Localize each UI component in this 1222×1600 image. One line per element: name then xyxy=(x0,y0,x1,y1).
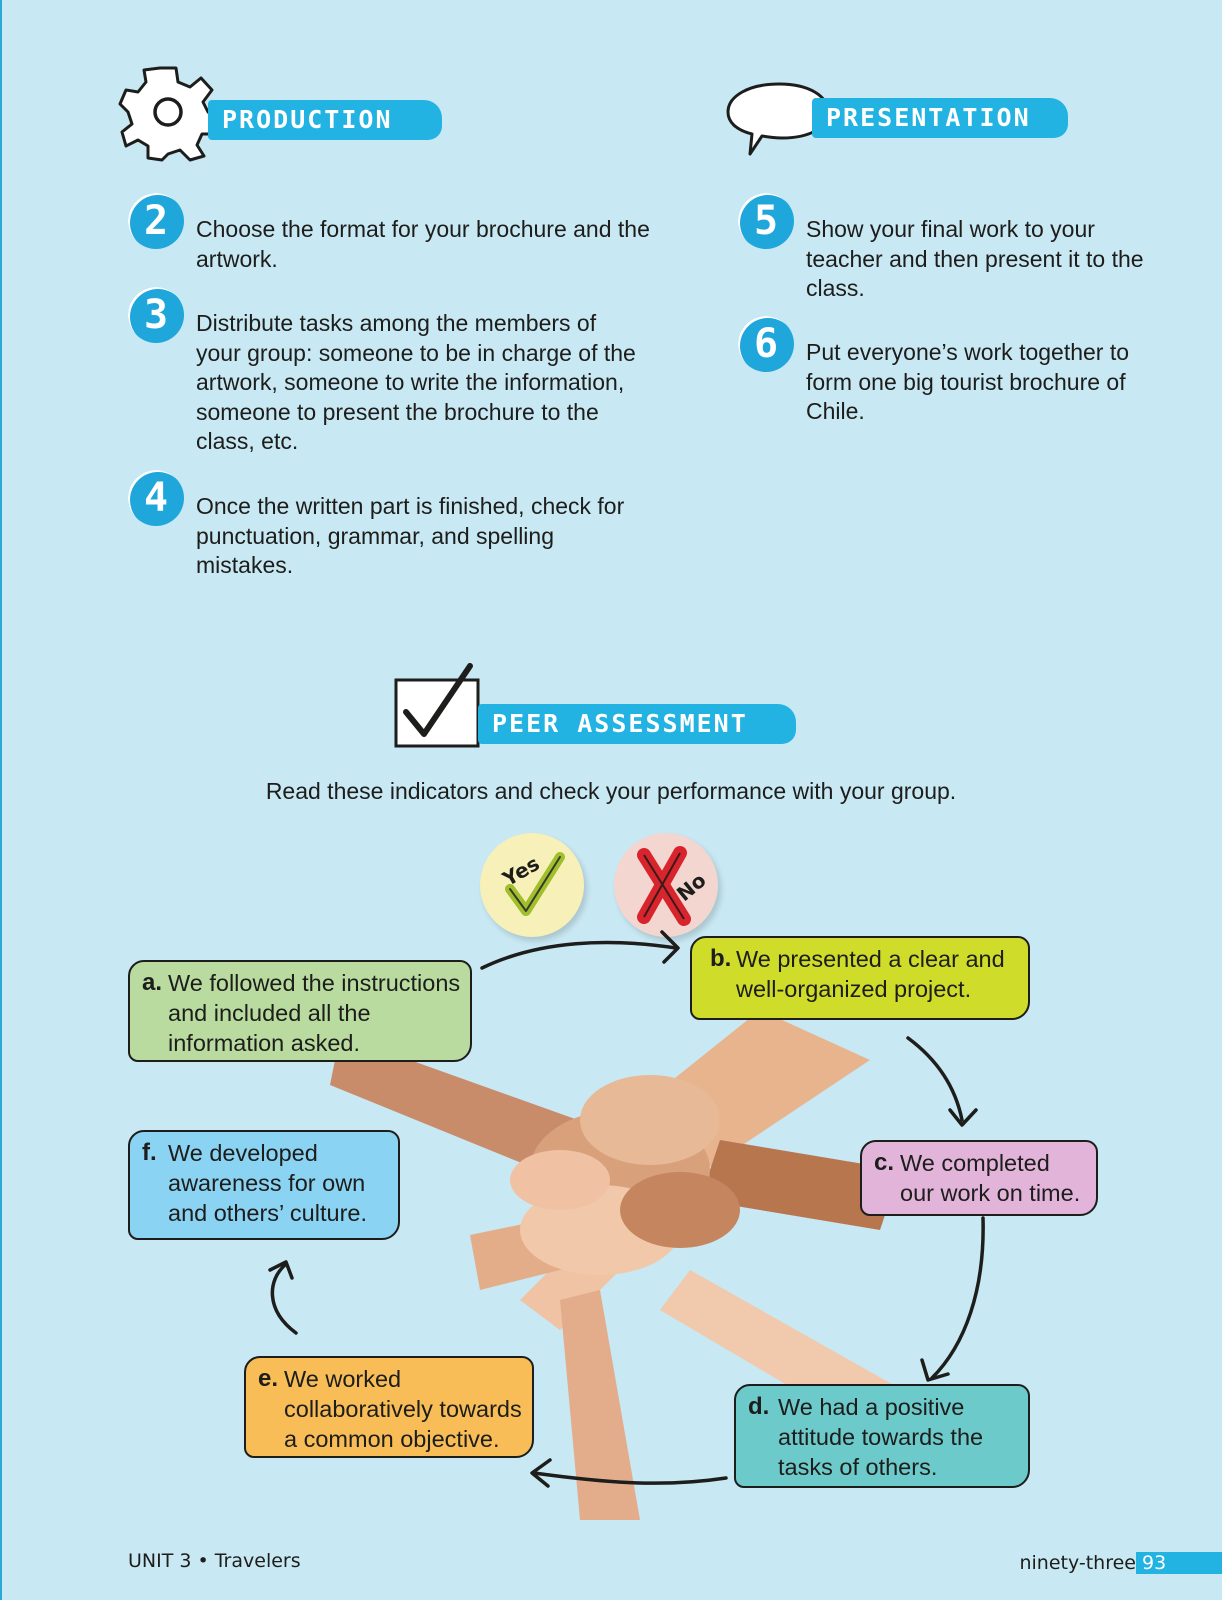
indicator-f: f. We developed awareness for own and ot… xyxy=(128,1130,400,1240)
indicator-letter: c. xyxy=(874,1149,895,1176)
footer-page-word: ninety-three xyxy=(1019,1552,1136,1574)
indicator-b: b. We presented a clear and well-organiz… xyxy=(690,936,1030,1020)
yes-checkmark-icon xyxy=(505,852,565,916)
indicator-letter: b. xyxy=(710,945,732,972)
step-number: 5 xyxy=(738,193,794,249)
indicator-text: We presented a clear and well-organized … xyxy=(736,946,1005,1002)
production-step-2: 2 Choose the format for your brochure an… xyxy=(128,193,656,274)
indicator-text: We completed our work on time. xyxy=(900,1150,1081,1206)
no-cross-icon xyxy=(637,846,691,926)
indicator-text: We had a positive attitude towards the t… xyxy=(778,1394,984,1480)
peer-assessment-instruction: Read these indicators and check your per… xyxy=(265,778,957,804)
presentation-step-5: 5 Show your final work to your teacher a… xyxy=(738,193,1146,304)
peer-assessment-title: PEER ASSESSMENT xyxy=(478,704,796,744)
page-edge-rule xyxy=(0,0,2,1600)
step-text: Once the written part is finished, check… xyxy=(196,493,625,578)
indicator-letter: f. xyxy=(142,1139,157,1166)
indicator-c: c. We completed our work on time. xyxy=(860,1140,1098,1216)
step-text: Choose the format for your brochure and … xyxy=(196,216,650,272)
production-title: PRODUCTION xyxy=(208,100,442,140)
gear-icon xyxy=(118,66,218,162)
step-text: Put everyone’s work together to form one… xyxy=(806,339,1130,424)
checkbox-icon xyxy=(394,663,480,748)
step-number: 6 xyxy=(738,316,794,372)
indicator-text: We worked collaboratively towards a comm… xyxy=(284,1366,522,1452)
no-indicator: No xyxy=(614,833,718,937)
indicator-a: a. We followed the instructions and incl… xyxy=(128,960,472,1062)
indicator-text: We followed the instructions and include… xyxy=(168,970,461,1056)
indicator-letter: e. xyxy=(258,1365,279,1392)
indicator-text: We developed awareness for own and other… xyxy=(168,1140,367,1226)
production-step-4: 4 Once the written part is finished, che… xyxy=(128,470,641,581)
yes-indicator: Yes xyxy=(480,833,584,937)
step-text: Show your final work to your teacher and… xyxy=(806,216,1144,301)
presentation-step-6: 6 Put everyone’s work together to form o… xyxy=(738,316,1146,427)
step-number: 4 xyxy=(128,470,184,526)
step-text: Distribute tasks among the members of yo… xyxy=(196,310,636,454)
production-step-3: 3 Distribute tasks among the members of … xyxy=(128,287,641,457)
step-number: 3 xyxy=(128,287,184,343)
indicator-d: d. We had a positive attitude towards th… xyxy=(734,1384,1030,1488)
indicator-e: e. We worked collaboratively towards a c… xyxy=(244,1356,534,1458)
page-number: 93 xyxy=(1136,1552,1222,1574)
indicator-letter: a. xyxy=(142,969,163,996)
indicator-letter: d. xyxy=(748,1393,770,1420)
step-number: 2 xyxy=(128,193,184,249)
footer-unit: UNIT 3 • Travelers xyxy=(128,1550,301,1572)
presentation-title: PRESENTATION xyxy=(812,98,1068,138)
